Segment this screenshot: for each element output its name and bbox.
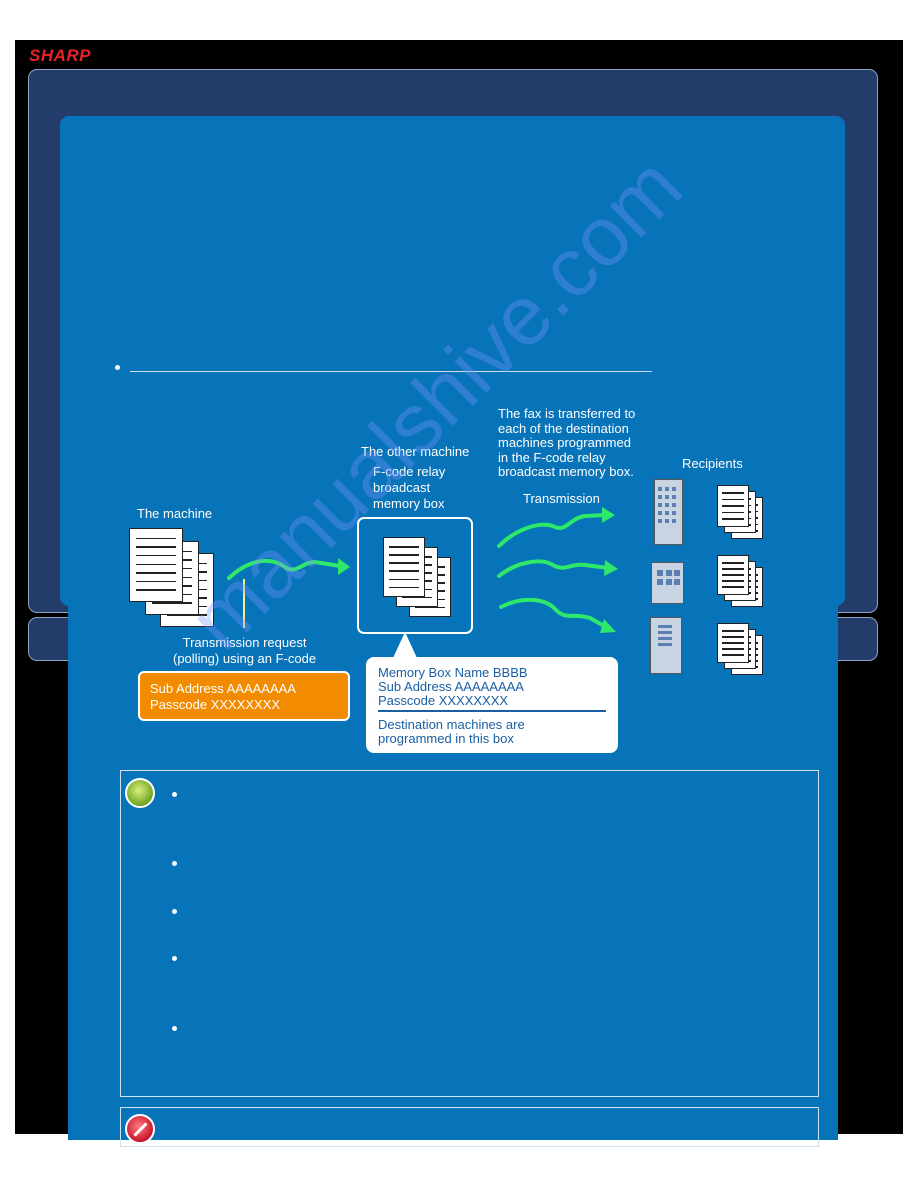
inner-frame bbox=[60, 116, 845, 606]
bullet bbox=[172, 909, 177, 914]
callout-tail bbox=[393, 632, 417, 658]
bullet bbox=[172, 792, 177, 797]
note-box bbox=[120, 770, 819, 1097]
bullet bbox=[172, 1026, 177, 1031]
memory-box-callout: Memory Box Name BBBB Sub Address AAAAAAA… bbox=[366, 657, 618, 753]
bullet bbox=[172, 956, 177, 961]
recipients-label: Recipients bbox=[682, 456, 743, 471]
prohibited-icon bbox=[125, 1114, 155, 1144]
request-leader-line bbox=[243, 579, 245, 628]
machine-label: The machine bbox=[137, 506, 213, 521]
sharp-logo: SHARP bbox=[29, 46, 92, 65]
callout-divider bbox=[378, 710, 606, 712]
callout-bottom-text: Destination machines are programmed in t… bbox=[378, 717, 525, 746]
transmission-label: Transmission bbox=[523, 491, 600, 506]
request-label: Transmission request (polling) using an … bbox=[173, 635, 317, 666]
heading-rule bbox=[130, 371, 652, 372]
bullet bbox=[115, 365, 120, 370]
lightbulb-icon bbox=[125, 778, 155, 808]
callout-top-text: Memory Box Name BBBB Sub Address AAAAAAA… bbox=[378, 665, 528, 708]
building-windows-icon bbox=[657, 487, 680, 646]
passcode-line: Passcode XXXXXXXX bbox=[150, 697, 281, 712]
caution-box bbox=[120, 1107, 819, 1147]
box-label: F-code relay broadcast memory box bbox=[373, 464, 446, 511]
sub-address-line: Sub Address AAAAAAAA bbox=[150, 681, 296, 696]
bullet bbox=[172, 861, 177, 866]
transfer-note: The fax is transferred to each of the de… bbox=[498, 406, 636, 479]
sub-address-box: Sub Address AAAAAAAA Passcode XXXXXXXX bbox=[138, 671, 350, 721]
other-machine-label: The other machine bbox=[361, 444, 470, 459]
